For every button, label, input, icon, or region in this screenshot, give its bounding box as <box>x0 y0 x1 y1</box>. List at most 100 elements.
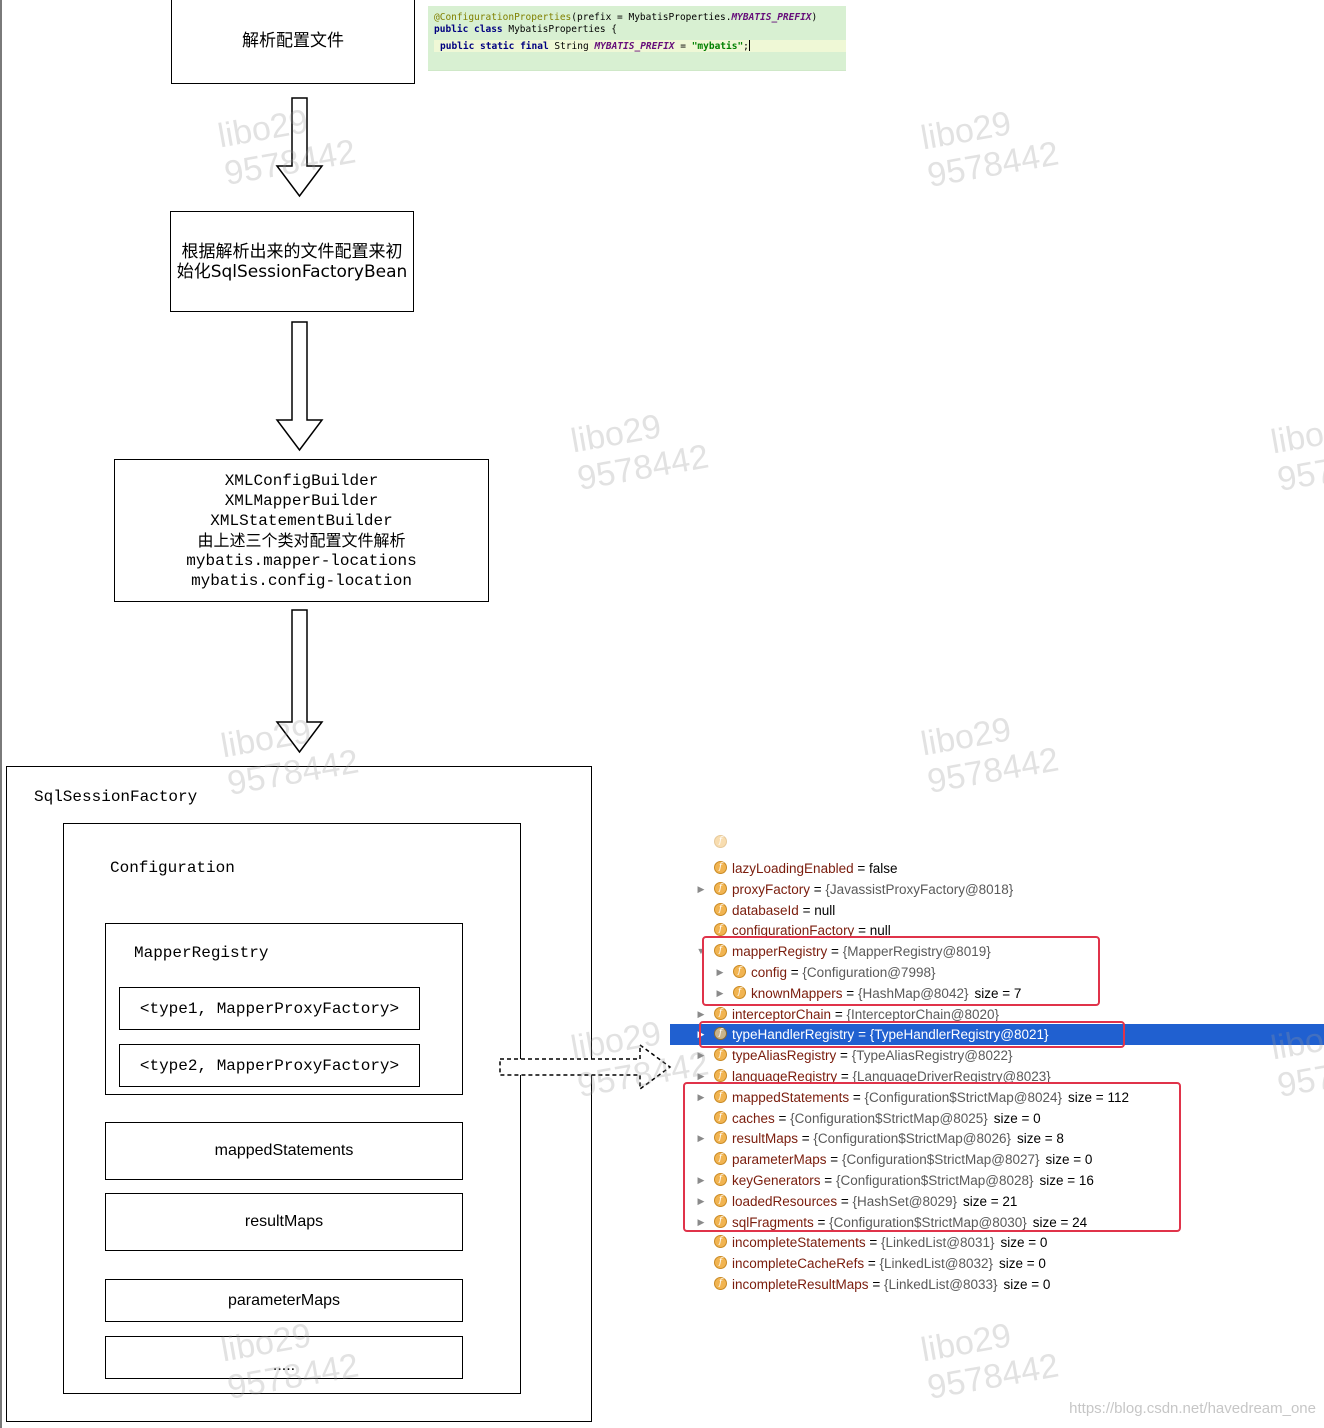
field-name: incompleteResultMaps <box>732 1277 869 1292</box>
field-icon: f <box>714 1277 727 1290</box>
debugger-row-clipped: f <box>670 832 1324 853</box>
debugger-row-text: keyGenerators = {Configuration$StrictMap… <box>732 1170 1094 1191</box>
field-value: {InterceptorChain@8020} <box>846 1006 1000 1022</box>
field-icon: f <box>714 861 727 874</box>
field-icon: f <box>714 1173 727 1186</box>
arrow-down-2 <box>275 321 324 452</box>
field-name: parameterMaps <box>732 1152 827 1168</box>
expand-arrow-icon[interactable]: ▶ <box>716 987 724 998</box>
field-value: {HashMap@8042} <box>857 985 969 1001</box>
field-value: {Configuration$StrictMap@8025} <box>790 1110 988 1126</box>
watermark-4: libo29 9578442 <box>1268 401 1324 499</box>
code-snippet: @ConfigurationProperties(prefix = Mybati… <box>428 6 846 71</box>
field-icon: f <box>714 1152 727 1166</box>
mapper-registry-title: MapperRegistry <box>134 944 269 962</box>
step-parse-config: 解析配置文件 <box>171 0 415 84</box>
mapper-entry-type2-label: <type2, MapperProxyFactory> <box>139 1056 400 1075</box>
expand-arrow-icon[interactable]: ▶ <box>697 1133 705 1144</box>
field-value: {Configuration@7998} <box>802 965 936 980</box>
code-end-3: ; <box>743 41 749 52</box>
expand-arrow-icon[interactable]: ▶ <box>697 1091 705 1102</box>
builder-line-5: mybatis.mapper-locations <box>186 551 417 570</box>
sql-session-factory-title: SqlSessionFactory <box>34 788 198 806</box>
expand-arrow-icon[interactable]: ▶ <box>697 1008 705 1019</box>
debugger-row-text: incompleteResultMaps = {LinkedList@8033}… <box>732 1274 1050 1295</box>
field-size: size = 112 <box>1068 1089 1129 1105</box>
code-args-b: ) <box>811 12 818 23</box>
debugger-row-lazyLoadingEnabled[interactable]: f lazyLoadingEnabled = false <box>670 858 1324 879</box>
step-init-line-1: 根据解析出来的文件配置来初 <box>181 241 403 262</box>
field-value: {Configuration$StrictMap@8028} <box>835 1173 1034 1188</box>
field-icon: f <box>714 923 727 937</box>
debugger-row-incompleteResultMaps[interactable]: f incompleteResultMaps = {LinkedList@8033… <box>670 1274 1324 1295</box>
field-size: size = 24 <box>1032 1214 1088 1230</box>
debugger-row-keyGenerators[interactable]: ▶ f keyGenerators = {Configuration$StrictM… <box>670 1170 1324 1191</box>
expand-arrow-icon[interactable]: ▶ <box>697 1050 705 1061</box>
field-value: {TypeAliasRegistry@8022} <box>851 1048 1013 1064</box>
field-name: mappedStatements <box>732 1089 850 1105</box>
field-value: {LinkedList@8031} <box>880 1235 995 1251</box>
field-name: knownMappers <box>751 985 843 1001</box>
mapper-entry-type2: <type2, MapperProxyFactory> <box>119 1044 420 1087</box>
debugger-row-text: incompleteStatements = {LinkedList@8031}… <box>732 1232 1047 1253</box>
field-icon: f <box>714 881 727 895</box>
field-size: size = 16 <box>1039 1173 1094 1188</box>
field-name: config <box>751 965 788 980</box>
code-line-3[interactable]: public static final String MYBATIS_PREFI… <box>434 40 846 52</box>
ellipsis-box: ..... <box>105 1336 463 1379</box>
collapse-arrow-icon[interactable]: ▼ <box>696 946 706 957</box>
expand-arrow-icon[interactable]: ▶ <box>697 1195 705 1206</box>
equals-sign: = <box>842 985 858 1001</box>
arrow-down-1 <box>275 97 324 198</box>
field-icon: f <box>714 1235 727 1249</box>
builder-line-6: mybatis.config-location <box>191 571 412 590</box>
field-value: false <box>869 861 898 876</box>
equals-sign: = <box>854 923 870 939</box>
expand-arrow-icon[interactable]: ▶ <box>697 1071 705 1081</box>
debugger-row-text: resultMaps = {Configuration$StrictMap@80… <box>732 1128 1064 1149</box>
debugger-row-text: loadedResources = {HashSet@8029}size = 2… <box>732 1191 1017 1212</box>
field-size: size = 0 <box>993 1110 1041 1126</box>
field-size: size = 8 <box>1017 1131 1064 1147</box>
field-value: null <box>869 923 891 939</box>
highlight-type-handler-registry <box>699 1021 1125 1048</box>
debugger-row-text: typeHandlerRegistry = {TypeHandlerRegist… <box>732 1024 1049 1045</box>
step-init-factory-bean: 根据解析出来的文件配置来初 始化SqlSessionFactoryBean <box>170 211 414 312</box>
debugger-row-text: sqlFragments = {Configuration$StrictMap@… <box>732 1212 1087 1233</box>
code-str-3: "mybatis" <box>691 41 744 52</box>
debugger-row-incompleteStatements[interactable]: f incompleteStatements = {LinkedList@8031… <box>670 1232 1324 1253</box>
field-value: {JavassistProxyFactory@8018} <box>825 881 1014 897</box>
mapped-statements-box: mappedStatements <box>105 1122 463 1180</box>
builder-line-1: XMLConfigBuilder <box>224 471 379 490</box>
field-name: lazyLoadingEnabled <box>732 861 854 876</box>
expand-arrow-icon[interactable]: ▶ <box>697 1216 705 1227</box>
debugger-row-text: lazyLoadingEnabled = false <box>732 858 898 879</box>
equals-sign: = <box>787 965 803 980</box>
expand-arrow-icon[interactable]: ▶ <box>697 1175 705 1185</box>
field-size: size = 0 <box>1045 1152 1093 1168</box>
parameter-maps-label: parameterMaps <box>227 1291 341 1309</box>
field-value: {LanguageDriverRegistry@8023} <box>852 1069 1051 1084</box>
expand-arrow-icon[interactable]: ▶ <box>697 883 705 894</box>
field-icon: f <box>714 1110 727 1124</box>
debugger-row-text: languageRegistry = {LanguageDriverRegist… <box>732 1066 1051 1087</box>
expand-arrow-icon[interactable]: ▶ <box>716 967 724 977</box>
watermark-10: libo29 9578442 <box>918 1309 1062 1407</box>
